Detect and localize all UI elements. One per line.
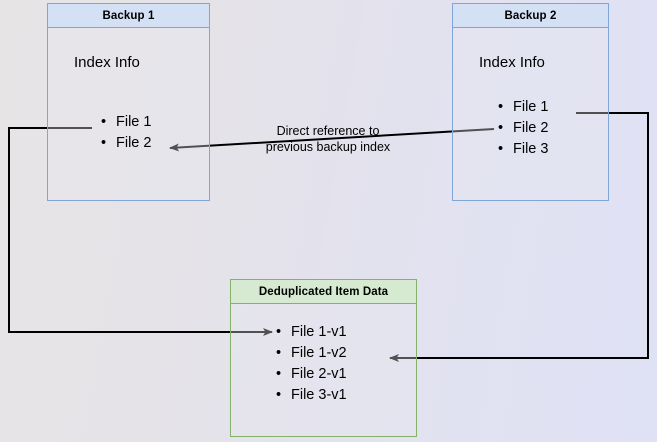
list-item: File 1-v1 <box>275 322 347 343</box>
list-item: File 2-v1 <box>275 364 347 385</box>
list-item: File 3-v1 <box>275 385 347 406</box>
node-deduplicated-item-data[interactable]: Deduplicated Item Data File 1-v1 File 1-… <box>230 279 417 437</box>
backup-2-index-info-label: Index Info <box>479 54 545 71</box>
node-backup-1-header: Backup 1 <box>48 4 209 28</box>
node-backup-2-body: Index Info File 1 File 2 File 3 <box>453 28 608 200</box>
list-item: File 1 <box>497 97 548 118</box>
node-dedup-header: Deduplicated Item Data <box>231 280 416 304</box>
backup-1-index-info-label: Index Info <box>74 54 140 71</box>
list-item: File 1-v2 <box>275 343 347 364</box>
edge-label-line-2: previous backup index <box>265 140 391 154</box>
dedup-file-list: File 1-v1 File 1-v2 File 2-v1 File 3-v1 <box>275 322 347 406</box>
list-item: File 2 <box>497 118 548 139</box>
node-dedup-body: File 1-v1 File 1-v2 File 2-v1 File 3-v1 <box>231 304 416 436</box>
edge-label-direct-reference: Direct reference to previous backup inde… <box>248 123 408 155</box>
backup-2-file-list: File 1 File 2 File 3 <box>497 97 548 160</box>
list-item: File 1 <box>100 112 151 133</box>
edge-label-line-1: Direct reference to <box>276 124 380 138</box>
node-backup-1[interactable]: Backup 1 Index Info File 1 File 2 <box>47 3 210 201</box>
node-backup-2[interactable]: Backup 2 Index Info File 1 File 2 File 3 <box>452 3 609 201</box>
list-item: File 3 <box>497 139 548 160</box>
node-backup-2-header: Backup 2 <box>453 4 608 28</box>
node-backup-1-body: Index Info File 1 File 2 <box>48 28 209 200</box>
backup-1-file-list: File 1 File 2 <box>100 112 151 154</box>
list-item: File 2 <box>100 133 151 154</box>
